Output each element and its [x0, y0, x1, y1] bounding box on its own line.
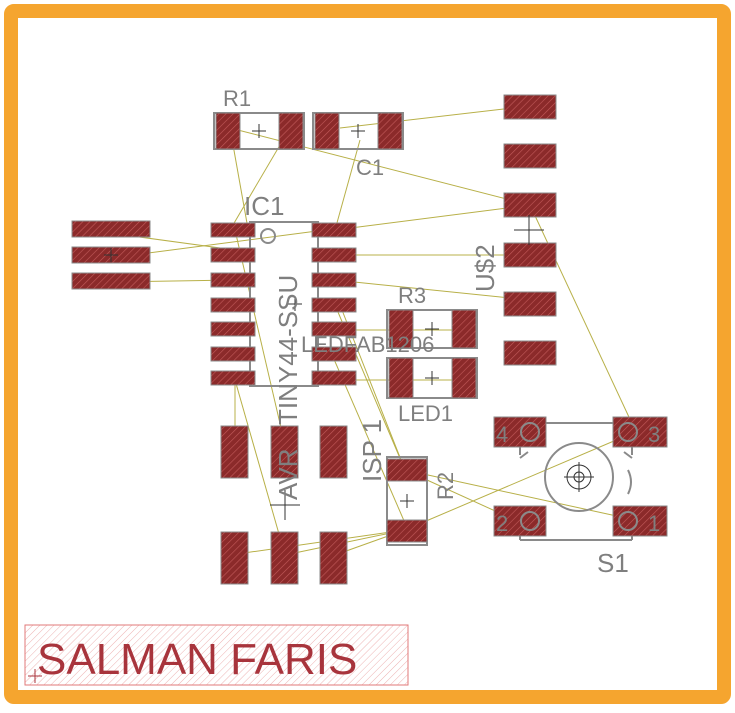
ic1-attiny44[interactable]	[210, 221, 357, 387]
label-c1: C1	[356, 155, 384, 180]
label-usb: U$2	[470, 244, 500, 292]
label-s1-pin1: 1	[648, 511, 660, 536]
label-s1-pin4: 4	[496, 422, 508, 447]
isp-header[interactable]	[220, 425, 348, 585]
label-ic1-value: TINY44-SSU	[273, 275, 303, 425]
label-s1: S1	[597, 548, 629, 578]
name-plate: SALMAN FARIS	[24, 624, 409, 686]
label-ic1: IC1	[244, 191, 284, 221]
label-avr: AVR	[273, 448, 303, 500]
label-s1-pin2: 2	[496, 511, 508, 536]
label-r1: R1	[223, 86, 251, 111]
ftdi-header-u2[interactable]	[503, 94, 557, 366]
resistor-r1[interactable]	[213, 112, 305, 150]
label-led-value: LEDFAB1206	[301, 332, 434, 357]
switch-s1[interactable]	[493, 416, 668, 541]
capacitor-c1[interactable]	[312, 112, 404, 150]
label-led1: LED1	[398, 401, 453, 426]
resistor-r2[interactable]	[386, 456, 428, 546]
led1[interactable]	[386, 357, 478, 399]
label-r2: R2	[433, 472, 458, 500]
board-name-text: SALMAN FARIS	[37, 635, 357, 684]
label-s1-pin3: 3	[648, 422, 660, 447]
label-r3: R3	[398, 283, 426, 308]
power-header[interactable]	[71, 220, 151, 290]
resistor-r3[interactable]	[386, 309, 478, 349]
label-isp: ISP 1	[357, 419, 387, 482]
